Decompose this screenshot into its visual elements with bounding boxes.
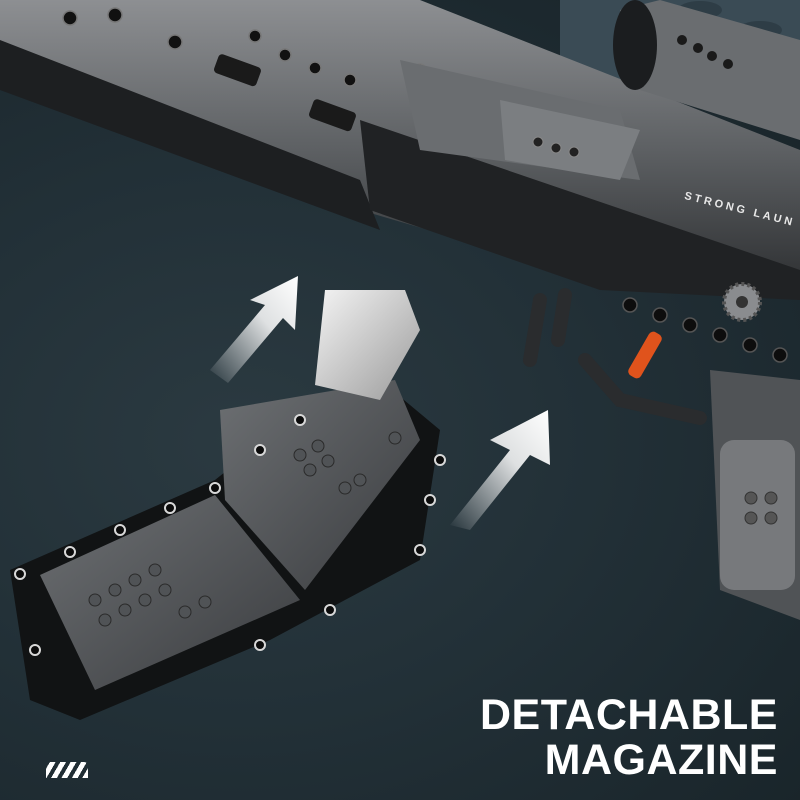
feature-caption: DETACHABLE MAGAZINE [480,693,778,783]
grip [710,370,800,620]
gear [722,282,762,322]
detachable-magazine [10,290,446,720]
caption-line-2: MAGAZINE [544,736,778,784]
insert-arrow-upper-icon [210,276,298,383]
insert-arrow-lower-icon [450,410,550,530]
trigger-linkage [523,288,707,425]
rifle-body [0,0,800,363]
diagonal-stripes-icon [46,762,88,778]
orange-lever [628,331,662,379]
scope [613,0,800,140]
caption-line-1: DETACHABLE [479,691,778,739]
